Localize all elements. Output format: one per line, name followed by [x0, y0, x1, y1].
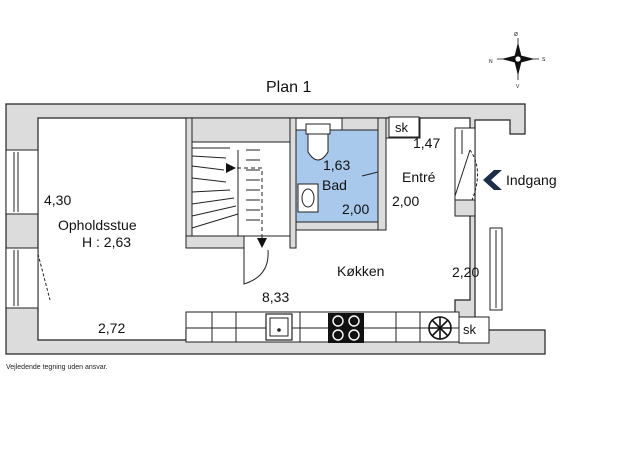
kitchen-dim-right: 2,20 [452, 264, 479, 280]
entrance-door [454, 127, 478, 201]
compass-e: S [542, 57, 546, 63]
bath-dim-top: 1,63 [323, 157, 350, 173]
staircase [191, 141, 291, 285]
kitchen-name: Køkken [337, 263, 384, 279]
bathroom [295, 123, 379, 223]
compass-w: N [489, 59, 493, 65]
compass-s: V [516, 84, 520, 90]
compass-n: Ø [514, 32, 518, 38]
kitchen-window [489, 227, 503, 311]
closet-bottom [458, 316, 490, 344]
bath-dim-bottom: 2,00 [342, 201, 369, 217]
kitchen-counter [185, 311, 460, 343]
left-windows [5, 149, 51, 309]
sink-icon [265, 313, 293, 341]
entrance-arrow-icon [483, 170, 502, 190]
fan-icon [428, 316, 452, 340]
closet-bottom-label: sk [463, 322, 477, 337]
closet-top-label: sk [395, 120, 409, 135]
closet-top [388, 116, 420, 138]
bath-name: Bad [322, 177, 347, 193]
entre-name: Entré [402, 169, 436, 185]
entre-dim-bottom: 2,00 [392, 193, 419, 209]
disclaimer-text: Vejledende tegning uden ansvar. [6, 364, 108, 371]
entrance-label: Indgang [506, 172, 557, 188]
stair-area-dim: 8,33 [262, 289, 289, 305]
entre-dim-top: 1,47 [413, 135, 440, 151]
stove-icon [328, 313, 364, 343]
living-dim-side: 4,30 [44, 192, 71, 208]
living-dim-bottom: 2,72 [98, 320, 125, 336]
living-room-name: Opholdsstue [58, 217, 137, 233]
plan-title: Plan 1 [266, 79, 311, 96]
living-room-height: H : 2,63 [82, 234, 131, 250]
compass-icon [497, 38, 539, 80]
